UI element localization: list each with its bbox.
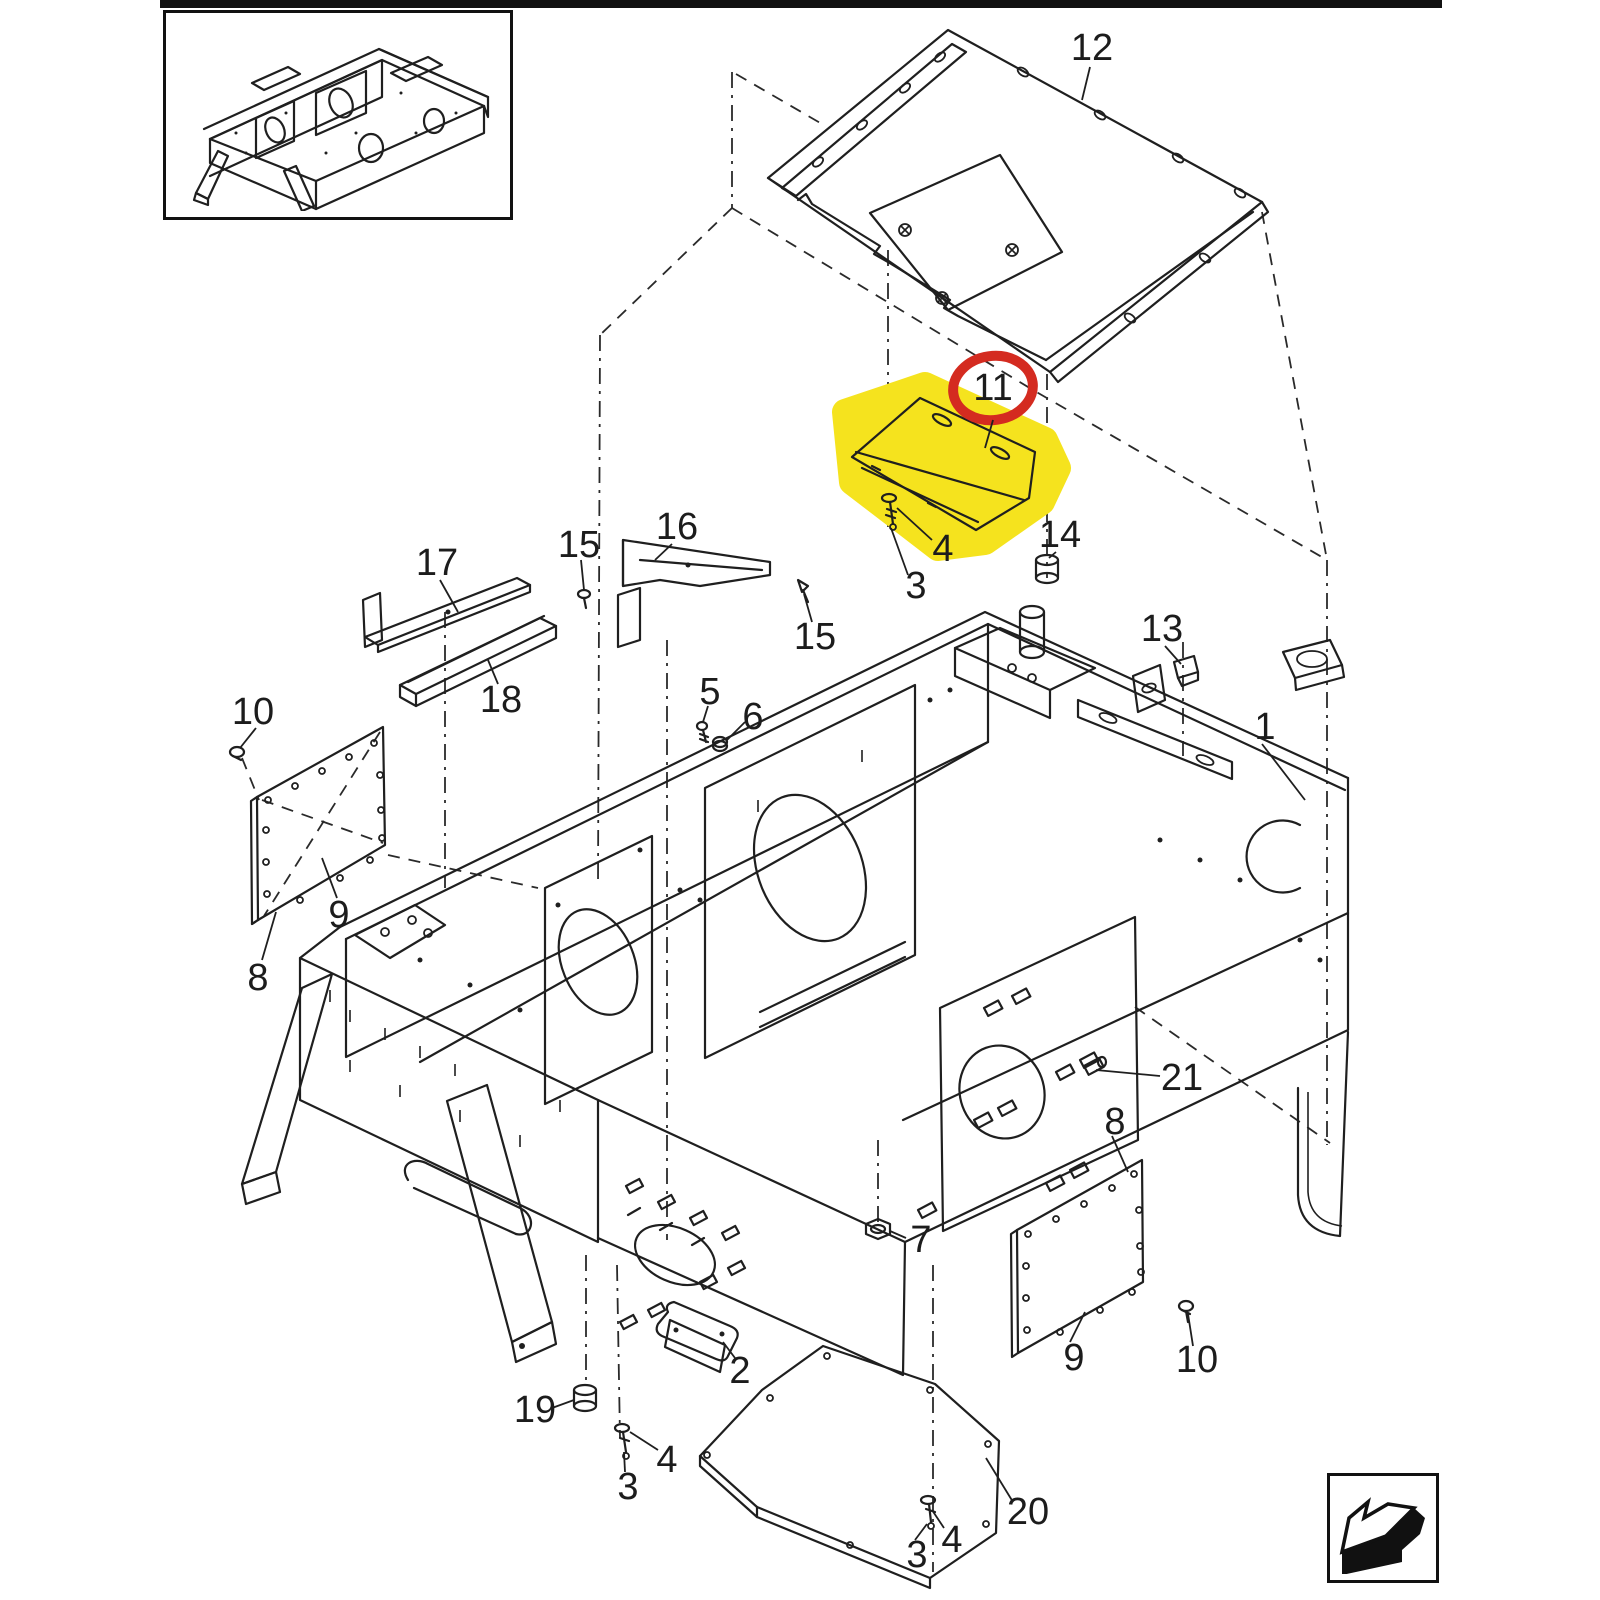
part-7-nut: [864, 1217, 892, 1241]
part-label-9: 9: [328, 894, 349, 936]
part-18-rail: [398, 614, 558, 708]
part-label-6: 6: [742, 696, 763, 738]
part-1-main-frame: [240, 604, 1350, 1377]
orientation-icon-box: [1327, 1473, 1439, 1583]
part-label-2: 2: [729, 1350, 750, 1392]
part-2-cover-plate: [655, 1300, 739, 1362]
part-label-10: 10: [232, 691, 274, 733]
part-label-13: 13: [1141, 608, 1183, 650]
part-5-screw: [695, 720, 710, 744]
part-label-11: 11: [973, 367, 1012, 409]
part-label-7: 7: [910, 1219, 931, 1261]
part-17-rail: [361, 576, 532, 654]
part-label-8: 8: [1104, 1101, 1125, 1143]
part-3-4-screw-left: [613, 1422, 631, 1460]
part-20-bottom-plate: [698, 1344, 1001, 1590]
part-label-16: 16: [656, 506, 698, 548]
part-11-highlighted-plate: [832, 350, 1071, 561]
part-11-selection-circle: [948, 350, 1038, 426]
part-label-4: 4: [941, 1519, 962, 1561]
part-label-12: 12: [1071, 27, 1113, 69]
page-header-bar: [160, 0, 1442, 8]
orientation-arrow-icon: [1339, 1497, 1425, 1574]
part-10-bolt-left: [228, 745, 246, 762]
part-label-18: 18: [480, 679, 522, 721]
part-label-21: 21: [1161, 1057, 1203, 1099]
part-8-9-plate-right: [1009, 1158, 1145, 1359]
part-12-top-cover-panel: [766, 28, 1270, 384]
part-13-clip: [1172, 654, 1200, 688]
part-6-nut: [711, 735, 729, 753]
assembled-frame-overview-icon: [192, 47, 490, 211]
projection-lines: [241, 72, 1331, 1572]
part-label-17: 17: [416, 542, 458, 584]
part-label-3: 3: [905, 565, 926, 607]
part-label-15: 15: [794, 616, 836, 658]
part-15-screw-a: [576, 588, 592, 610]
part-label-20: 20: [1007, 1491, 1049, 1533]
part-label-4: 4: [656, 1439, 677, 1481]
part-label-9: 9: [1063, 1337, 1084, 1379]
part-14-bushing: [1034, 553, 1060, 585]
part-label-14: 14: [1039, 514, 1081, 556]
leader-lines: [239, 66, 1306, 1541]
assembly-thumbnail-box: [163, 10, 513, 220]
part-10-bolt-right: [1177, 1299, 1195, 1324]
part-label-3: 3: [906, 1534, 927, 1576]
part-8-9-plate-left: [249, 725, 387, 926]
part-label-8: 8: [247, 957, 268, 999]
part-19-bushing: [572, 1383, 598, 1413]
part-label-1: 1: [1254, 706, 1275, 748]
part-label-5: 5: [699, 671, 720, 713]
part-3-4-screw-top: [880, 492, 898, 531]
part-label-15: 15: [558, 524, 600, 566]
part-11-highlight-fill: [832, 372, 1071, 561]
part-label-10: 10: [1176, 1339, 1218, 1381]
part-15-screw-b: [796, 578, 810, 604]
part-label-4: 4: [932, 528, 953, 570]
part-label-3: 3: [617, 1466, 638, 1508]
part-label-19: 19: [514, 1389, 556, 1431]
part-16-bracket: [616, 538, 772, 649]
